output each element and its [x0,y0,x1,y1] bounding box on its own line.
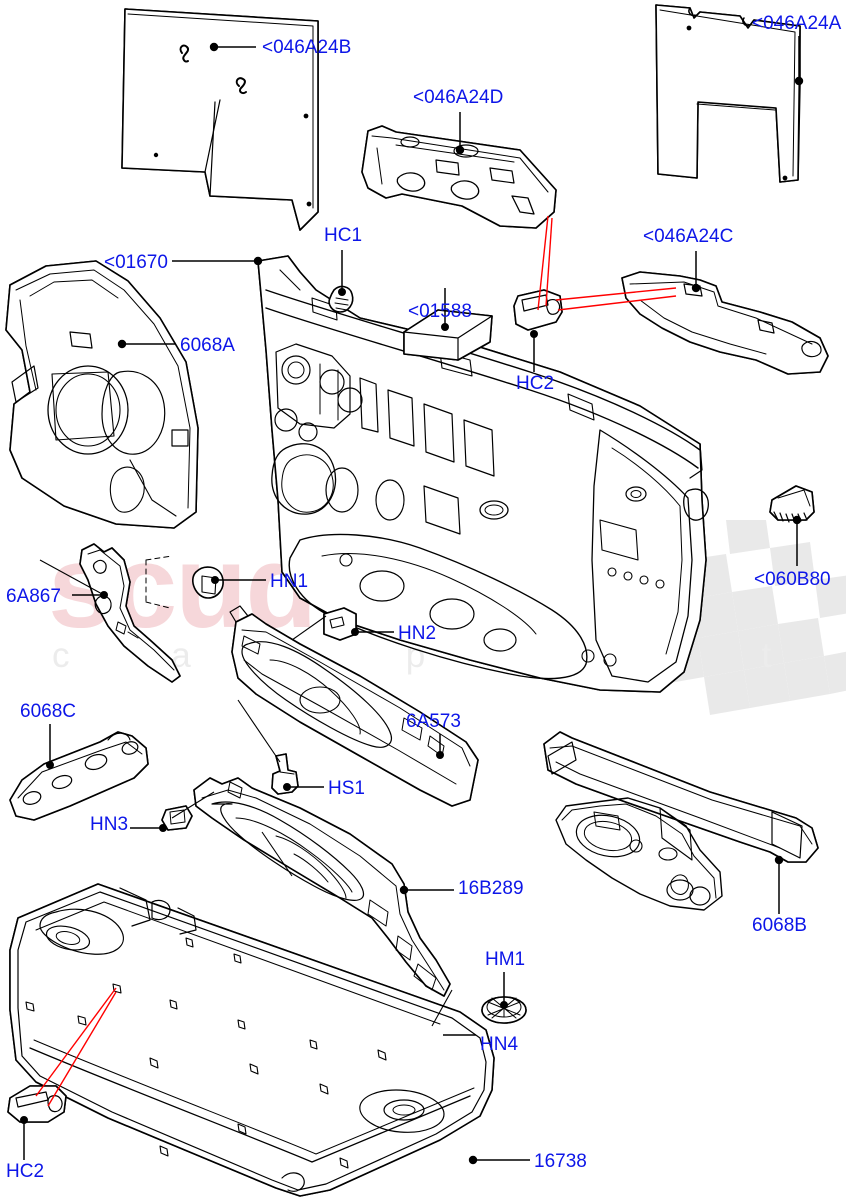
part-HM1 [481,996,527,1024]
part-HN2 [323,607,359,641]
callout-HS1[interactable]: HS1 [328,778,365,799]
red-leader-6 [47,991,117,1107]
leader-internal-HN3 [171,791,215,819]
callout-01670[interactable]: <01670 [104,252,168,273]
part-HS1 [271,753,299,795]
part-6A573 [229,605,479,807]
leader-internal-HS1 [237,699,281,763]
part-6068A [5,260,199,529]
callout-HN3[interactable]: HN3 [90,814,129,835]
part-6068B [543,731,819,911]
part-16738 [9,883,495,1197]
red-leader-5 [35,987,117,1097]
callout-046A24C[interactable]: <046A24C [643,226,734,247]
part-HN1 [192,566,224,599]
part-6068C [9,731,149,821]
callout-16B289[interactable]: 16B289 [458,878,524,899]
callout-HN1[interactable]: HN1 [270,571,309,592]
callout-6068C[interactable]: 6068C [20,701,76,722]
red-leader-3 [555,287,677,301]
leader-internal-HN4 [431,989,453,1027]
part-046A24B [121,8,319,231]
part-16B289 [193,777,451,997]
part-046A24D [361,125,557,229]
leader-internal-6A867 [39,559,105,596]
callout-060B80[interactable]: <060B80 [754,569,831,590]
leader-internal-HN2 [291,615,327,641]
leader-internal-16B289 [261,831,293,877]
callout-HN4[interactable]: HN4 [480,1034,519,1055]
red-leader-1 [537,215,549,311]
part-01670 [253,255,709,693]
part-HN3 [159,805,193,832]
callout-6A867[interactable]: 6A867 [6,586,61,607]
callout-046A24A[interactable]: <046A24A [752,13,842,34]
callout-HN2[interactable]: HN2 [398,623,437,644]
callout-HM1[interactable]: HM1 [485,949,526,970]
callout-6A573[interactable]: 6A573 [406,711,461,732]
callout-6068A[interactable]: 6068A [180,335,235,356]
callout-046A24D[interactable]: <046A24D [413,87,504,108]
callout-HC1[interactable]: HC1 [324,225,363,246]
callout-046A24B[interactable]: <046A24B [262,37,352,58]
red-leader-2 [545,217,553,307]
callout-HC2-upper[interactable]: HC2 [516,373,555,394]
part-6A867 [79,543,181,683]
callout-01588[interactable]: <01588 [408,301,472,322]
callout-HC2-lower[interactable]: HC2 [6,1161,45,1182]
part-046A24C [621,271,829,375]
callout-16738[interactable]: 16738 [534,1151,587,1172]
part-046A24A [655,4,804,183]
red-leader-4 [557,295,677,311]
part-HC2-lower [7,1085,67,1125]
part-060B80 [769,485,815,525]
part-01588 [403,309,493,361]
callout-6068B[interactable]: 6068B [752,915,807,936]
